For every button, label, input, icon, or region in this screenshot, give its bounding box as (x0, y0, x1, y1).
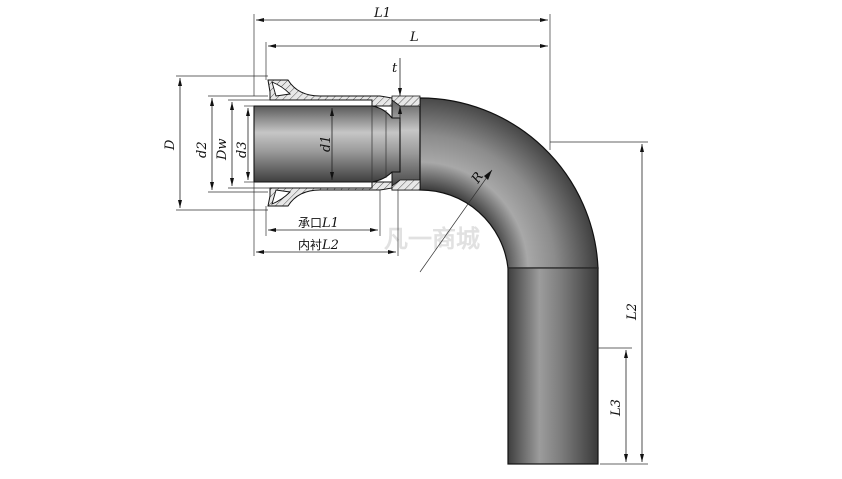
svg-text:Dw: Dw (215, 138, 230, 161)
pipe-bend (419, 97, 599, 269)
vertical-pipe (507, 267, 599, 465)
dim-L: L (265, 30, 548, 80)
dim-Dw: Dw (215, 99, 270, 189)
dim-socket-L1: 承口L1 (265, 190, 381, 236)
seal-ring-bottom (271, 189, 291, 205)
dim-L1-top: L1 (253, 6, 551, 150)
dim-D: D (163, 75, 268, 211)
svg-text:承口L1: 承口L1 (298, 216, 339, 231)
dim-d1: d1 (319, 108, 334, 180)
svg-text:L1: L1 (373, 6, 391, 21)
dim-t: t (392, 58, 402, 122)
svg-text:L3: L3 (609, 399, 624, 417)
dim-d3: d3 (235, 105, 254, 183)
svg-text:L2: L2 (625, 303, 640, 321)
svg-text:d3: d3 (235, 141, 250, 158)
dim-d2: d2 (195, 95, 268, 193)
bend-wall-hatch-bottom (391, 179, 421, 191)
dim-L2-right: L2 (550, 141, 648, 465)
svg-text:d2: d2 (195, 141, 210, 158)
radius-arrow (484, 170, 492, 180)
bend-wall-hatch (391, 95, 421, 107)
socket-wall-bottom (267, 181, 393, 207)
svg-text:凡一商城: 凡一商城 (384, 225, 480, 253)
svg-text:L: L (409, 30, 419, 45)
inner-liner (253, 105, 401, 183)
dim-L3: L3 (598, 347, 632, 462)
socket-wall-top (267, 79, 393, 107)
seal-ring-top (271, 81, 291, 97)
svg-text:d1: d1 (319, 135, 334, 152)
svg-text:内衬L2: 内衬L2 (298, 238, 339, 253)
svg-text:D: D (163, 139, 178, 151)
dim-liner-L2: 内衬L2 (253, 182, 399, 256)
radius-line (419, 169, 493, 273)
svg-text:t: t (392, 61, 398, 76)
watermark: 凡一商城 (384, 225, 480, 253)
